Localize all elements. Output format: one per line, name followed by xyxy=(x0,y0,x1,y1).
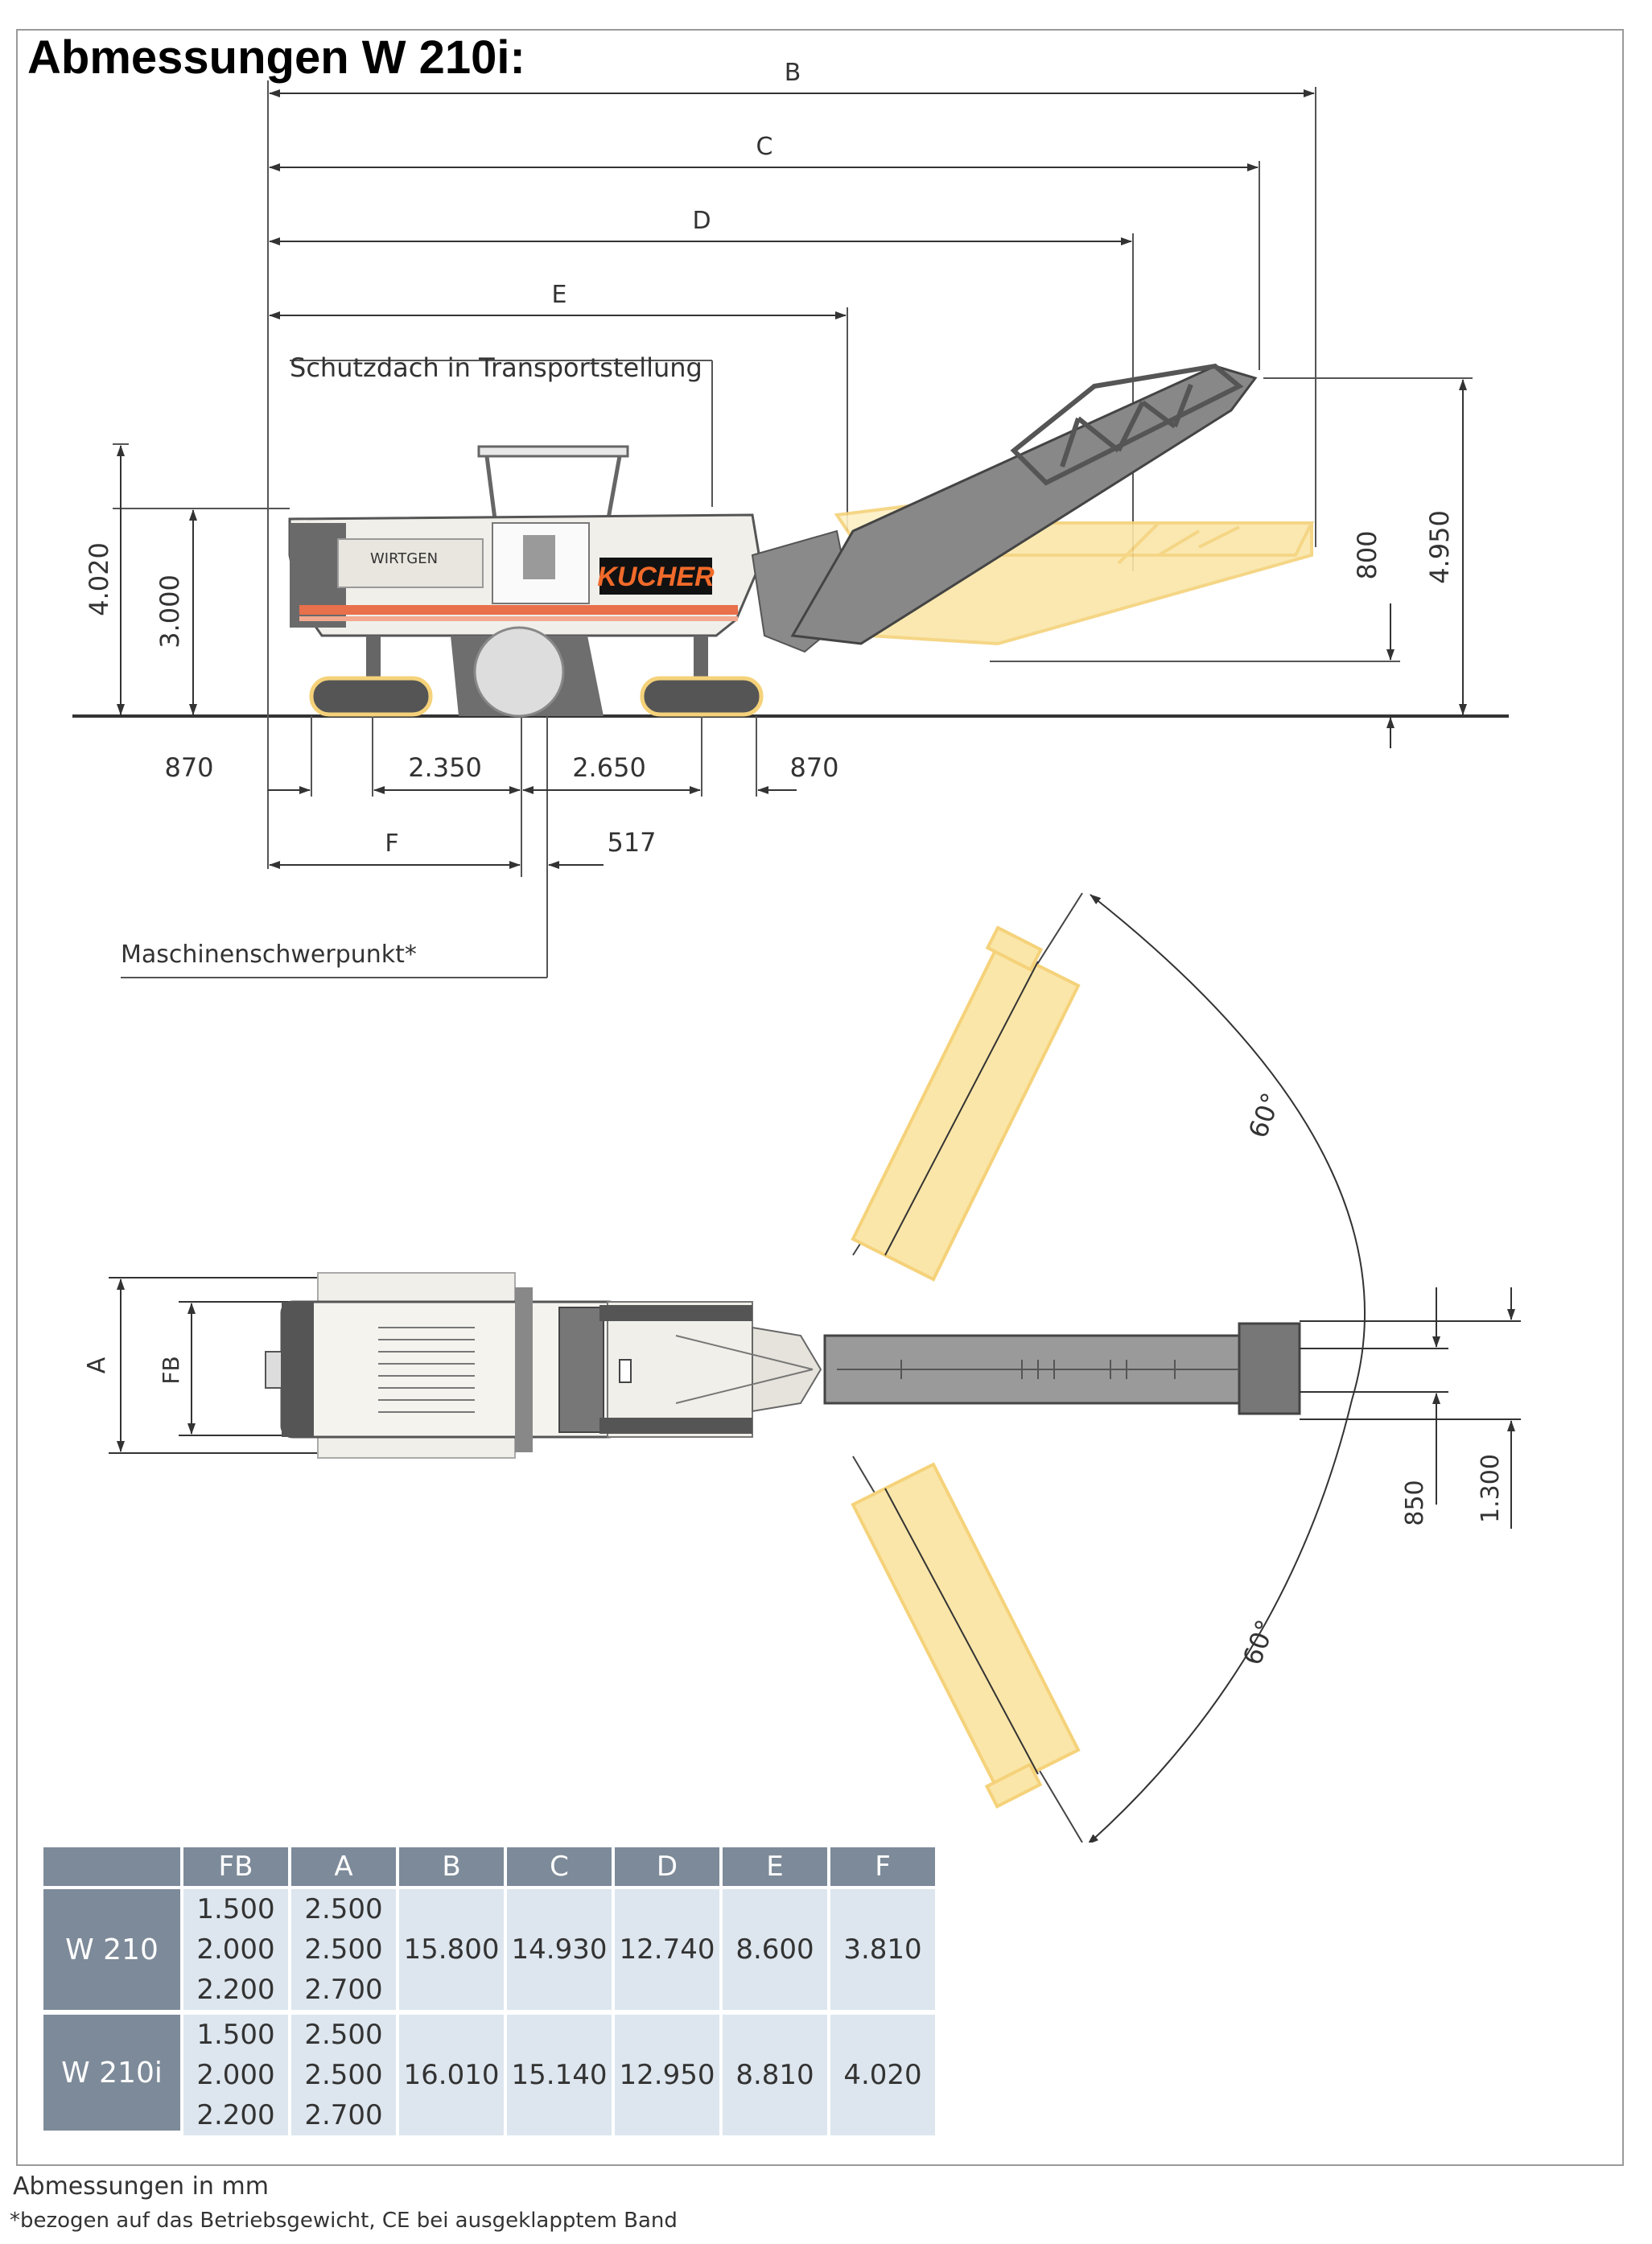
table-header-row: FB A B C D E F xyxy=(43,1847,935,1889)
b-cell: 15.800 xyxy=(399,1889,504,2015)
table-header-fb: FB xyxy=(183,1847,288,1889)
a-cell: 2.500 xyxy=(291,1929,396,1970)
conveyor-ghost-upper xyxy=(851,925,1081,1282)
c-cell: 14.930 xyxy=(507,1889,612,2015)
height-cab-label: 3.000 xyxy=(154,574,185,648)
dim-label-d: D xyxy=(692,207,711,235)
height-discharge-low-label: 800 xyxy=(1352,530,1382,579)
table-header-d: D xyxy=(615,1847,719,1889)
height-total-label: 4.020 xyxy=(84,542,114,616)
dealer-logo: KUCHER xyxy=(597,562,715,592)
b-cell: 16.010 xyxy=(399,2015,504,2135)
conveyor-side xyxy=(790,363,1258,645)
c-cell: 15.140 xyxy=(507,2015,612,2135)
rear-overhang-label: 870 xyxy=(164,752,213,783)
fb-cell: 2.200 xyxy=(183,1970,288,2015)
dim-label-e: E xyxy=(552,281,567,309)
front-overhang-label: 870 xyxy=(789,752,838,783)
dimension-drawing: B C D E Schutzdach in Transportstellung … xyxy=(72,59,1521,1843)
dim-label-c: C xyxy=(756,133,773,161)
dimension-table: FB A B C D E F W 210 1.500 2.500 15.800 … xyxy=(40,1847,938,2135)
label-fb: FB xyxy=(158,1356,184,1384)
front-track-label: 2.650 xyxy=(572,752,646,783)
d-cell: 12.740 xyxy=(615,1889,719,2015)
d-cell: 12.950 xyxy=(615,2015,719,2135)
fb-cell: 1.500 xyxy=(183,1889,288,1929)
conveyor-top xyxy=(823,1322,1301,1415)
e-cell: 8.600 xyxy=(723,1889,827,2015)
f-cell: 4.020 xyxy=(830,2015,935,2135)
body-stripe xyxy=(299,605,738,615)
table-header-a: A xyxy=(291,1847,396,1889)
model-cell: W 210 xyxy=(43,1889,180,2015)
dim-label-b: B xyxy=(785,59,801,87)
angle-lower-label: 60° xyxy=(1237,1616,1281,1669)
table-header-b: B xyxy=(399,1847,504,1889)
fb-cell: 2.000 xyxy=(183,2055,288,2095)
a-cell: 2.500 xyxy=(291,1889,396,1929)
conveyor-ghost-lower xyxy=(851,1462,1081,1809)
top-view: 60° 60° A FB xyxy=(83,892,1521,1843)
table-header-c: C xyxy=(507,1847,612,1889)
rear-track xyxy=(309,676,433,717)
machine-top xyxy=(265,1272,822,1459)
table-header-empty xyxy=(43,1847,180,1889)
page-title: Abmessungen W 210i: xyxy=(27,31,525,84)
model-cell: W 210i xyxy=(43,2015,180,2135)
table-row: W 210 1.500 2.500 15.800 14.930 12.740 8… xyxy=(43,1889,935,2015)
table-row: 2.200 2.700 xyxy=(43,1970,935,2015)
a-cell: 2.700 xyxy=(291,1970,396,2015)
units-note: Abmessungen in mm xyxy=(13,2172,269,2201)
angle-upper-label: 60° xyxy=(1242,1089,1287,1142)
cog-label: Maschinenschwerpunkt* xyxy=(121,941,417,969)
a-cell: 2.700 xyxy=(291,2095,396,2135)
inner-width-label: 850 xyxy=(1401,1480,1429,1526)
fb-cell: 2.000 xyxy=(183,1929,288,1970)
machine-side: WIRTGEN KUCHER xyxy=(288,445,855,718)
f-cell: 3.810 xyxy=(830,1889,935,2015)
side-view: B C D E Schutzdach in Transportstellung … xyxy=(72,59,1509,978)
a-cell: 2.500 xyxy=(291,2015,396,2055)
label-a: A xyxy=(83,1357,111,1373)
rear-track-label: 2.350 xyxy=(408,752,482,783)
fb-cell: 2.200 xyxy=(183,2095,288,2135)
outer-width-label: 1.300 xyxy=(1477,1454,1505,1523)
table-row: W 210i 1.500 2.500 16.010 15.140 12.950 … xyxy=(43,2015,935,2135)
table-header-f: F xyxy=(830,1847,935,1889)
table-header-e: E xyxy=(723,1847,827,1889)
a-cell: 2.500 xyxy=(291,2055,396,2095)
table-row: 2.000 2.500 xyxy=(43,1929,935,1970)
fb-cell: 1.500 xyxy=(183,2015,288,2055)
brand-label: WIRTGEN xyxy=(370,550,438,567)
roof-transport-label: Schutzdach in Transportstellung xyxy=(290,352,702,383)
table-row: 2.000 2.500 xyxy=(43,2055,935,2095)
e-cell: 8.810 xyxy=(723,2015,827,2135)
drawing-frame xyxy=(16,29,1624,2166)
table-row: 2.200 2.700 xyxy=(43,2095,935,2135)
cog-footnote: *bezogen auf das Betriebsgewicht, CE bei… xyxy=(10,2209,678,2233)
dealer-logo-bg xyxy=(599,558,712,595)
cog-offset-label: 517 xyxy=(607,827,656,858)
dim-label-f: F xyxy=(385,830,398,858)
height-discharge-high-label: 4.950 xyxy=(1424,510,1455,584)
front-track xyxy=(640,676,764,717)
